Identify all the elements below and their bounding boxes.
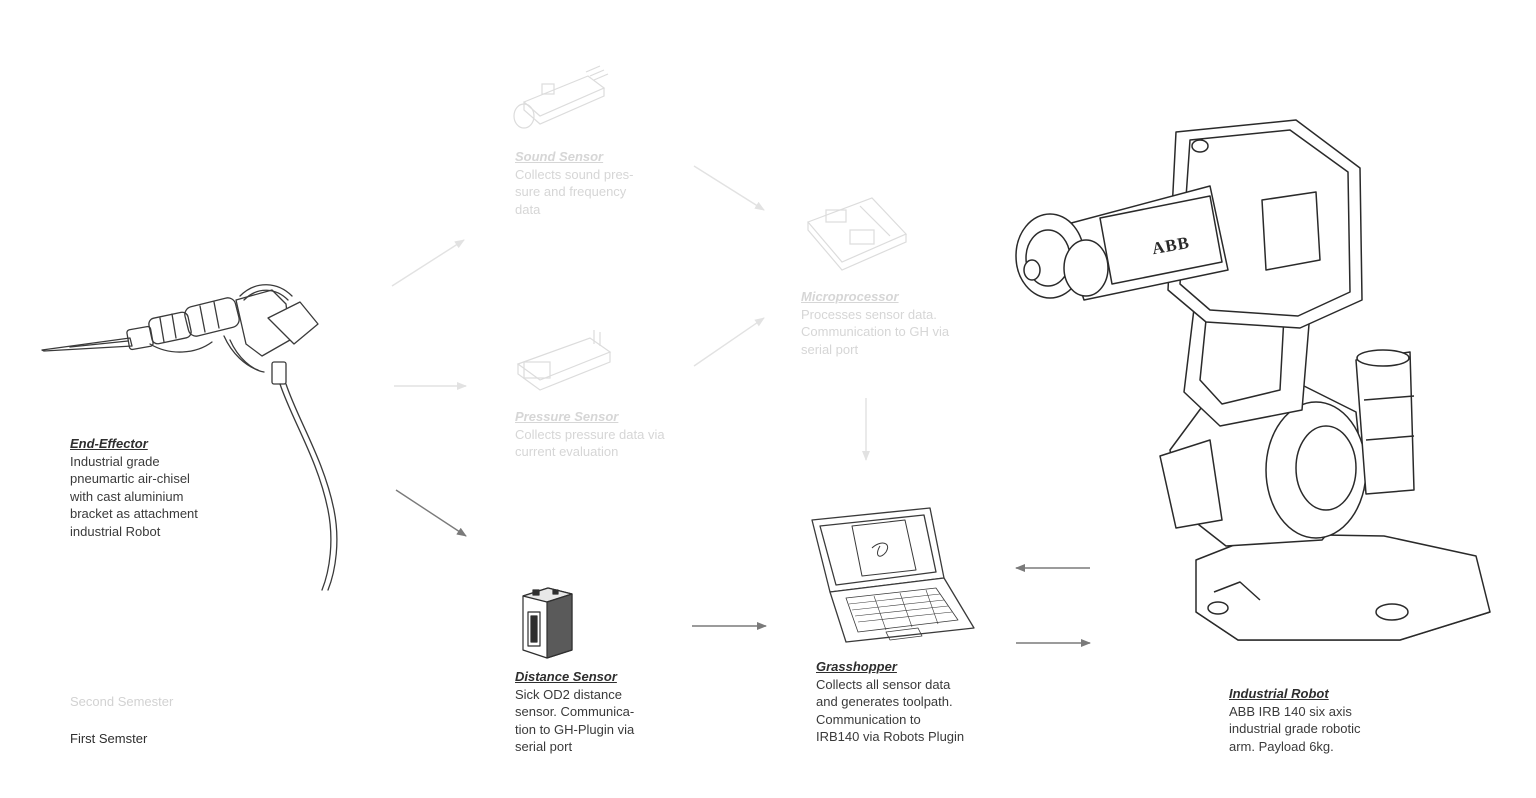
distance-sensor-block: Distance Sensor Sick OD2 distance sensor… bbox=[515, 668, 634, 756]
sound-sensor-block: Sound Sensor Collects sound pres- sure a… bbox=[515, 148, 634, 218]
sound-sensor-line: Collects sound pres- bbox=[515, 166, 634, 182]
arrow-pressure-to-micro bbox=[693, 317, 765, 367]
industrial-robot-title: Industrial Robot bbox=[1229, 686, 1329, 701]
flow-arrows bbox=[391, 165, 1091, 647]
industrial-robot-line: arm. Payload 6kg. bbox=[1229, 738, 1334, 754]
end-effector-block: End-Effector Industrial grade pneumartic… bbox=[70, 435, 198, 540]
industrial-robot-block: Industrial Robot ABB IRB 140 six axis in… bbox=[1229, 685, 1361, 755]
arrow-chisel-to-sound bbox=[391, 239, 465, 287]
sound-sensor-title: Sound Sensor bbox=[515, 149, 604, 164]
industrial-robot-line: ABB IRB 140 six axis bbox=[1229, 703, 1352, 719]
pressure-sensor-block: Pressure Sensor Collects pressure data v… bbox=[515, 408, 665, 461]
grasshopper-line: Collects all sensor data bbox=[816, 676, 951, 692]
pressure-sensor-line: current evaluation bbox=[515, 444, 619, 459]
distance-sensor-line: serial port bbox=[515, 739, 573, 754]
end-effector-title: End-Effector bbox=[70, 436, 148, 451]
grasshopper-line: and generates toolpath. bbox=[816, 694, 953, 709]
laptop-icon bbox=[811, 507, 975, 643]
microprocessor-line: Communication to GH via bbox=[801, 324, 950, 339]
industrial-robot-icon bbox=[1015, 119, 1491, 641]
microprocessor-line: Processes sensor data. bbox=[801, 306, 937, 322]
air-chisel-icon bbox=[41, 284, 338, 591]
microprocessor-block: Microprocessor Processes sensor data. Co… bbox=[801, 288, 949, 358]
industrial-robot-line: industrial grade robotic bbox=[1229, 721, 1361, 736]
legend-second-semester: Second Semester bbox=[70, 694, 174, 709]
pressure-sensor-title: Pressure Sensor bbox=[515, 409, 619, 424]
end-effector-line: industrial Robot bbox=[70, 523, 161, 539]
grasshopper-title: Grasshopper bbox=[816, 659, 897, 674]
end-effector-line: with cast aluminium bbox=[70, 488, 184, 504]
sound-sensor-icon bbox=[513, 65, 609, 129]
grasshopper-line: Communication to bbox=[816, 711, 921, 727]
distance-sensor-line: tion to GH-Plugin via bbox=[515, 721, 635, 737]
microprocessor-line: serial port bbox=[801, 341, 859, 357]
pressure-sensor-icon bbox=[516, 330, 612, 391]
end-effector-line: Industrial grade bbox=[70, 453, 160, 469]
grasshopper-line: IRB140 via Robots Plugin bbox=[816, 729, 965, 744]
pressure-sensor-line: Collects pressure data via bbox=[515, 426, 665, 442]
arrow-sound-to-micro bbox=[693, 165, 765, 211]
end-effector-line: pneumartic air-chisel bbox=[70, 471, 190, 486]
arrow-chisel-to-distance bbox=[395, 489, 467, 537]
sound-sensor-line: sure and frequency bbox=[515, 184, 627, 199]
microprocessor-icon bbox=[806, 197, 908, 271]
grasshopper-block: Grasshopper Collects all sensor data and… bbox=[816, 658, 964, 746]
distance-sensor-icon bbox=[522, 587, 573, 659]
distance-sensor-line: Sick OD2 distance bbox=[515, 686, 622, 702]
end-effector-line: bracket as attachment bbox=[70, 506, 198, 521]
microprocessor-title: Microprocessor bbox=[801, 289, 899, 304]
sound-sensor-line: data bbox=[515, 201, 541, 217]
distance-sensor-title: Distance Sensor bbox=[515, 669, 617, 684]
distance-sensor-line: sensor. Communica- bbox=[515, 704, 635, 719]
legend-first-semester: First Semster bbox=[70, 731, 148, 746]
